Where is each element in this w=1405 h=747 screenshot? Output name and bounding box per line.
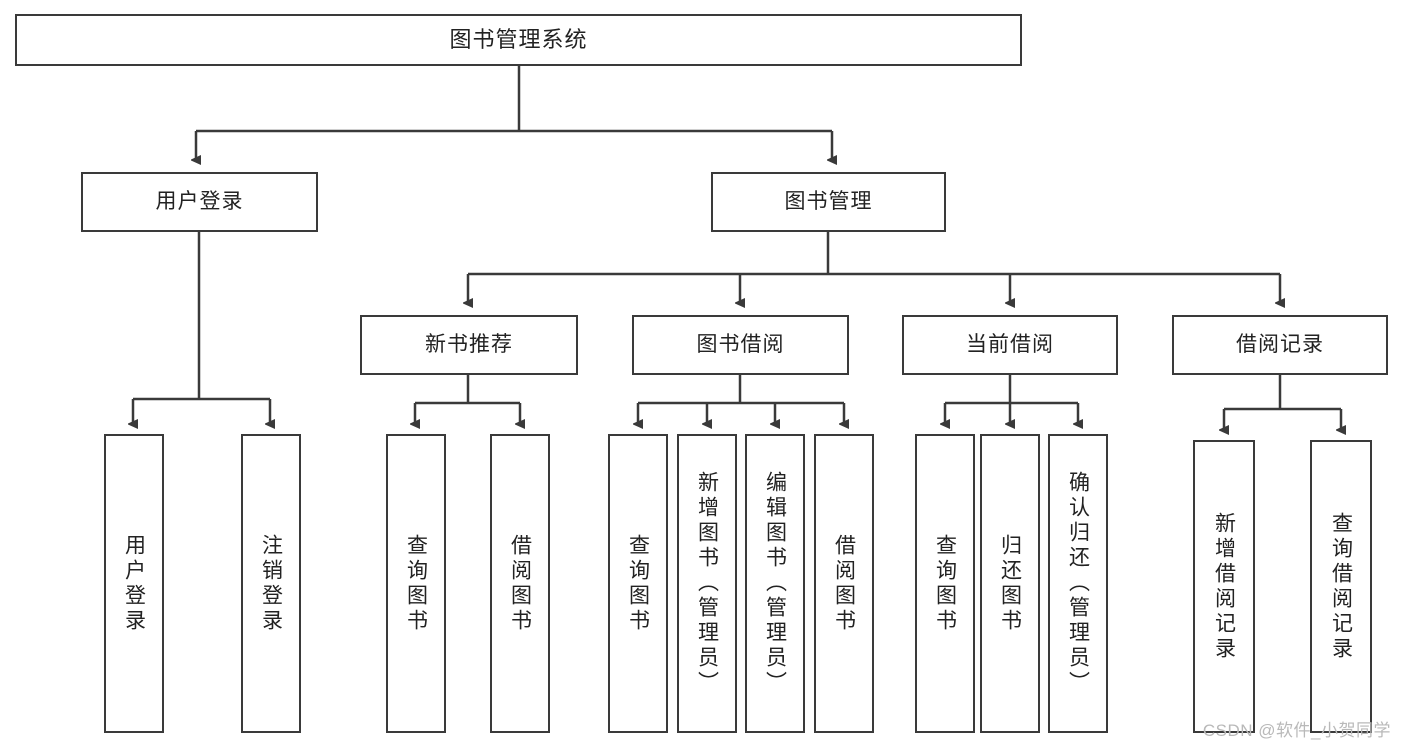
leaf-borrow-record-query[interactable]: 查询借阅记录 (1310, 440, 1372, 733)
leaf-borrow-record-add[interactable]: 新增借阅记录 (1193, 440, 1255, 733)
leaf-new-book-query[interactable]: 查询图书 (386, 434, 446, 733)
leaf-label: 查询图书 (626, 533, 650, 634)
leaf-book-borrow-borrow[interactable]: 借阅图书 (814, 434, 874, 733)
node-root-system[interactable]: 图书管理系统 (15, 14, 1022, 66)
node-book-manage-label: 图书管理 (784, 190, 873, 214)
leaf-user-login-login[interactable]: 用户登录 (104, 434, 164, 733)
node-current-borrow[interactable]: 当前借阅 (902, 315, 1118, 375)
leaf-label: 归还图书 (998, 533, 1022, 634)
leaf-new-book-borrow[interactable]: 借阅图书 (490, 434, 550, 733)
node-new-book-recommend[interactable]: 新书推荐 (360, 315, 578, 375)
leaf-label: 注销登录 (259, 533, 283, 634)
node-book-manage[interactable]: 图书管理 (711, 172, 946, 232)
node-current-borrow-label: 当前借阅 (966, 333, 1054, 357)
watermark: CSDN @软件_小贺同学 (1202, 721, 1391, 740)
leaf-label: 编辑图书（管理员） (763, 471, 787, 696)
leaf-user-login-logout[interactable]: 注销登录 (241, 434, 301, 733)
leaf-book-borrow-edit[interactable]: 编辑图书（管理员） (745, 434, 805, 733)
leaf-current-borrow-confirm-return[interactable]: 确认归还（管理员） (1048, 434, 1108, 733)
leaf-label: 借阅图书 (508, 533, 532, 634)
node-user-login-label: 用户登录 (155, 190, 244, 214)
leaf-current-borrow-query[interactable]: 查询图书 (915, 434, 975, 733)
node-book-borrow[interactable]: 图书借阅 (632, 315, 849, 375)
leaf-label: 新增图书（管理员） (695, 471, 719, 696)
leaf-label: 查询图书 (933, 533, 957, 634)
leaf-label: 确认归还（管理员） (1066, 471, 1090, 696)
node-root-system-label: 图书管理系统 (449, 26, 588, 52)
node-user-login[interactable]: 用户登录 (81, 172, 318, 232)
node-new-book-recommend-label: 新书推荐 (425, 333, 513, 357)
leaf-label: 新增借阅记录 (1212, 511, 1236, 662)
leaf-label: 查询图书 (404, 533, 428, 634)
leaf-label: 借阅图书 (832, 533, 856, 634)
node-borrow-record[interactable]: 借阅记录 (1172, 315, 1388, 375)
node-borrow-record-label: 借阅记录 (1236, 333, 1324, 357)
leaf-current-borrow-return[interactable]: 归还图书 (980, 434, 1040, 733)
leaf-label: 查询借阅记录 (1329, 511, 1353, 662)
leaf-book-borrow-query[interactable]: 查询图书 (608, 434, 668, 733)
leaf-label: 用户登录 (122, 533, 146, 634)
node-book-borrow-label: 图书借阅 (696, 333, 785, 357)
leaf-book-borrow-add[interactable]: 新增图书（管理员） (677, 434, 737, 733)
